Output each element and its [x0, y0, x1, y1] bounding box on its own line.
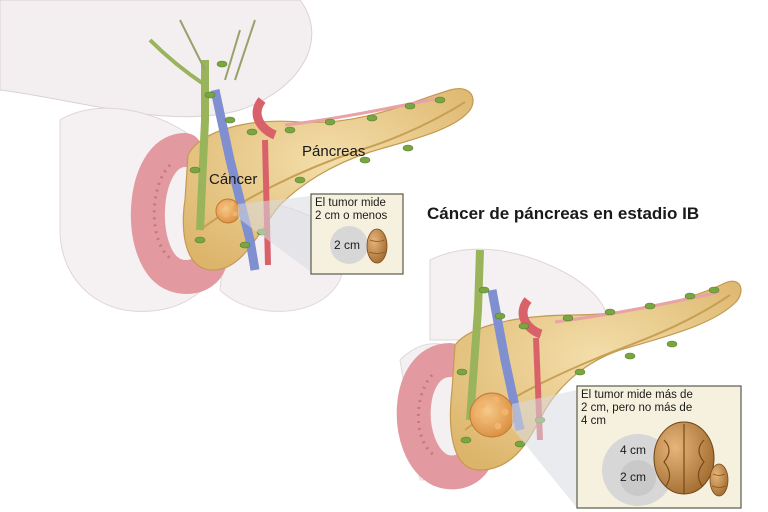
hepatic-duct [148, 38, 207, 87]
info-box-small-line2: 2 cm o menos [315, 210, 388, 222]
walnut-icon [653, 421, 715, 495]
liver-silhouette [0, 0, 313, 118]
size-label-2cm-bottom: 2 cm [620, 470, 647, 484]
peanut-icon [366, 228, 388, 264]
lymph-nodes [189, 60, 446, 249]
cancer-label: Cáncer [209, 171, 258, 188]
diagram-title: Cáncer de páncreas en estadio IB [427, 204, 700, 223]
callout-cone-large [512, 390, 577, 508]
info-box-large-text: El tumor mide más de 2 cm, pero no más d… [581, 389, 739, 428]
tumor-large-texture [475, 396, 509, 430]
info-box-large-line1: El tumor mide más de [581, 389, 693, 401]
pancreas-label: Páncreas [302, 143, 366, 160]
bottom-anatomy [396, 248, 742, 509]
info-box-small-line1: El tumor mide [315, 197, 386, 209]
tumor-small-texture [219, 201, 238, 218]
top-anatomy [0, 0, 474, 312]
bile-duct [196, 60, 209, 231]
bile-duct-bottom [466, 249, 484, 421]
upper-vessels [179, 19, 256, 81]
artery-curve-bottom [518, 297, 543, 339]
artery-curve [252, 97, 277, 140]
portal-vein [210, 89, 260, 271]
tumor-small [215, 198, 241, 224]
info-box-large-line3: 4 cm [581, 415, 606, 427]
splenic-artery [284, 96, 441, 127]
size-label-2cm: 2 cm [334, 238, 361, 252]
info-box-large-line2: 2 cm, pero no más de [581, 402, 693, 414]
peanut-icon-bottom [709, 463, 729, 497]
size-label-4cm: 4 cm [620, 443, 647, 457]
callout-cone-small [238, 196, 311, 272]
duodenum-bottom-folds [416, 373, 435, 457]
info-box-small-text: El tumor mide 2 cm o menos [315, 197, 403, 223]
size-circle-2cm [330, 226, 368, 264]
size-circle-2cm-bottom [620, 460, 656, 496]
duodenum-folds [152, 163, 172, 260]
splenic-artery-bottom [554, 290, 721, 324]
